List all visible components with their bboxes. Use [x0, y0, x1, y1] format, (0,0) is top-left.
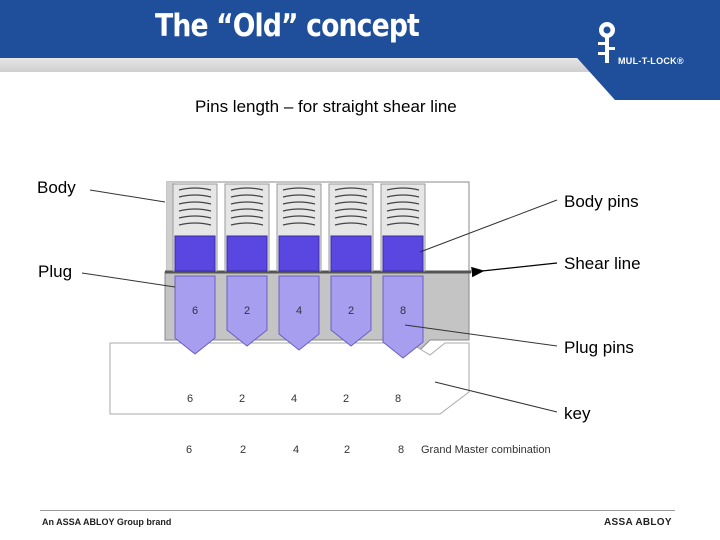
footer-logo: ASSA ABLOY: [604, 517, 672, 528]
spring-icon: [282, 187, 316, 226]
key-cut-number: 8: [395, 393, 401, 405]
brand-logo: MUL-T-LOCK®: [618, 56, 684, 66]
page-title: The “Old” concept: [155, 8, 420, 44]
spring-icon: [230, 187, 264, 226]
combination-number: 2: [240, 444, 246, 456]
label-key: key: [564, 404, 591, 423]
footer-brand-text: An ASSA ABLOY Group brand: [42, 517, 172, 527]
label-plug-pins: Plug pins: [564, 338, 634, 357]
body-pin: [226, 235, 268, 272]
label-plug: Plug: [38, 262, 73, 281]
key-cut-number: 2: [239, 393, 245, 405]
combination-number: 4: [293, 444, 299, 456]
header-band: [0, 58, 720, 72]
pin-number: 2: [244, 305, 250, 317]
pin-number: 6: [192, 305, 198, 317]
key-blade: [109, 342, 470, 415]
pin-number: 4: [296, 305, 302, 317]
shear-line-arrow: [471, 262, 558, 278]
leader-body-pins: [419, 199, 558, 253]
leader-plug: [81, 272, 176, 288]
leader-plug-pins: [404, 324, 558, 347]
leader-body: [89, 189, 166, 203]
plug-pin: [174, 275, 216, 355]
label-body-pins: Body pins: [564, 192, 639, 211]
grand-master-label: Grand Master combination: [421, 444, 551, 456]
body-pin: [330, 235, 372, 272]
key-cut-number: 4: [291, 393, 297, 405]
spring-icon: [334, 187, 368, 226]
label-body: Body: [37, 178, 76, 197]
key-cut-number: 6: [187, 393, 193, 405]
subtitle: Pins length – for straight shear line: [195, 97, 457, 116]
plug-pin: [382, 275, 424, 359]
body-pin: [278, 235, 320, 272]
spring-icon: [386, 187, 420, 226]
body-pin: [382, 235, 424, 272]
pin-number: 2: [348, 305, 354, 317]
label-shear-line: Shear line: [564, 254, 641, 273]
plug-pin: [330, 275, 372, 347]
pin-number: 8: [400, 305, 406, 317]
key-cut-number: 2: [343, 393, 349, 405]
leader-key: [434, 381, 558, 413]
combination-number: 2: [344, 444, 350, 456]
combination-number: 8: [398, 444, 404, 456]
combination-number: 6: [186, 444, 192, 456]
body-pin: [174, 235, 216, 272]
plug-pin: [226, 275, 268, 347]
plug-pin: [278, 275, 320, 351]
footer-divider: [40, 510, 675, 511]
spring-icon: [178, 187, 212, 226]
